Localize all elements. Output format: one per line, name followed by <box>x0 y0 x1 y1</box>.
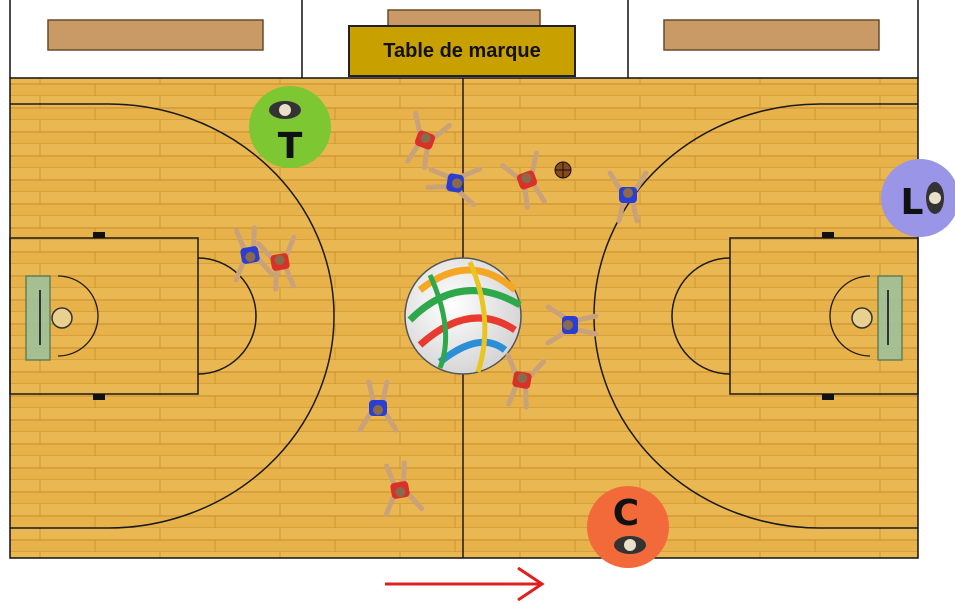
scorer-table-label: Table de marque <box>348 25 576 77</box>
referee-center: C <box>587 486 669 568</box>
referee-trail-letter: T <box>278 126 303 167</box>
referee-center-letter: C <box>613 493 639 534</box>
referee-lead: L <box>881 159 955 237</box>
referee-trail: T <box>249 86 331 168</box>
referee-lead-letter: L <box>901 182 924 223</box>
